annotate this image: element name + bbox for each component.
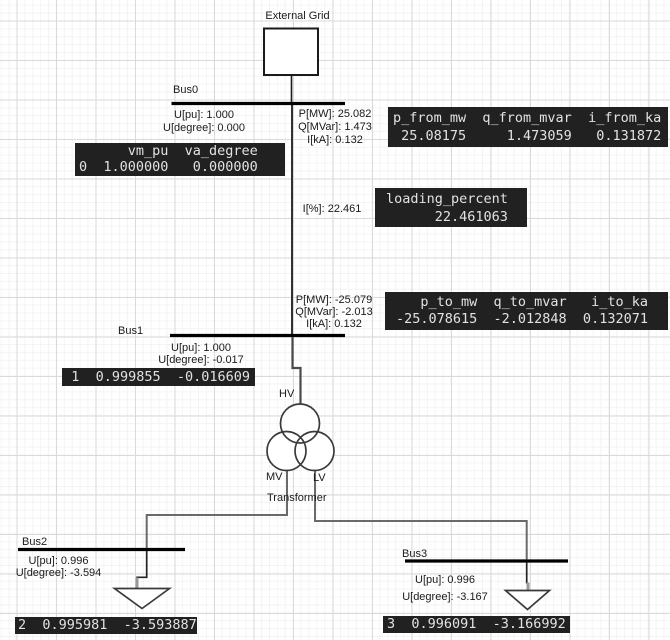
transformer-mv-winding-fill (267, 431, 306, 471)
transformer-mv-lead[interactable] (145, 470, 288, 549)
line-loading-label: I[%]: 22.461 (302, 203, 362, 215)
external-grid-label: External Grid (265, 10, 330, 22)
bus0-name-label: Bus0 (173, 84, 199, 96)
transformer-lv-winding-fill (295, 431, 334, 471)
line-from-i-label: I[kA]: 0.132 (307, 134, 363, 146)
bus1-vm-label: U[pu]: 1.000 (171, 342, 231, 354)
bus3-va-label: U[degree]: -3.167 (402, 591, 488, 603)
transformer-mv-label: MV (266, 471, 283, 483)
bus0-vm-label: U[pu]: 1.000 (174, 109, 234, 121)
bus0-voltage-labels: U[pu]: 1.000 U[degree]: 0.000 (129, 109, 279, 135)
transformer-hv-winding[interactable] (279, 403, 321, 444)
load3-arrow-symbol[interactable] (503, 589, 552, 611)
line-from-p-label: P[MW]: 25.082 (298, 108, 372, 120)
transformer-hv-lead[interactable] (291, 337, 302, 406)
bus0-va-label: U[degree]: 0.000 (163, 122, 245, 134)
line-to-result-labels: P[MW]: -25.079 Q[MVar]: -2.013 I[kA]: 0.… (274, 294, 394, 330)
bus1-voltage-labels: U[pu]: 1.000 U[degree]: -0.017 (126, 342, 276, 366)
bus0-result-tooltip: vm_pu va_degree 0 1.000000 0.000000 (75, 143, 285, 176)
bus1-name-label: Bus1 (118, 325, 144, 337)
line-loading-result-tooltip: loading_percent 22.461063 (375, 188, 527, 227)
load2-lead[interactable] (136, 551, 148, 579)
transformer-lv-label: LV (313, 472, 326, 484)
transformer-name-label: Transformer (267, 492, 327, 504)
bus2-voltage-labels: U[pu]: 0.996 U[degree]: -3.594 (0, 555, 117, 579)
line-to-result-tooltip: p_to_mw q_to_mvar i_to_ka -25.078615 -2.… (385, 292, 668, 330)
bus1-result-tooltip: 1 0.999855 -0.016609 (62, 368, 255, 386)
transformer-symbol[interactable] (266, 403, 335, 472)
transformer-mv-winding[interactable] (266, 430, 307, 472)
line-from-result-labels: P[MW]: 25.082 Q[MVar]: 1.473 I[kA]: 0.13… (275, 108, 395, 147)
transformer-lv-winding[interactable] (294, 430, 335, 472)
transformer-lv-lead[interactable] (314, 470, 528, 560)
bus2-result-tooltip: 2 0.995981 -3.593887 (15, 617, 197, 634)
bus2-name-label: Bus2 (22, 536, 48, 548)
line-to-p-label: P[MW]: -25.079 (295, 294, 373, 306)
external-grid-symbol[interactable] (263, 27, 319, 76)
line-to-q-label: Q[MVar]: -2.013 (295, 306, 373, 318)
bus3-voltage-labels: U[pu]: 0.996 U[degree]: -3.167 (370, 572, 520, 606)
line-from-result-tooltip: p_from_mw q_from_mvar i_from_ka 25.08175… (388, 107, 668, 147)
bus3-vm-label: U[pu]: 0.996 (415, 574, 475, 586)
bus1-va-label: U[degree]: -0.017 (158, 354, 244, 366)
bus3-result-tooltip: 3 0.996091 -3.166992 (383, 616, 570, 633)
load2-arrow-symbol[interactable] (111, 587, 173, 610)
bus3-name-label: Bus3 (402, 548, 428, 560)
bus2-vm-label: U[pu]: 0.996 (28, 555, 89, 567)
line-from-q-label: Q[MVar]: 1.473 (298, 121, 372, 133)
line-to-i-label: I[kA]: 0.132 (306, 318, 362, 330)
bus2-va-label: U[degree]: -3.594 (15, 567, 102, 579)
transformer-hv-label: HV (279, 388, 295, 400)
